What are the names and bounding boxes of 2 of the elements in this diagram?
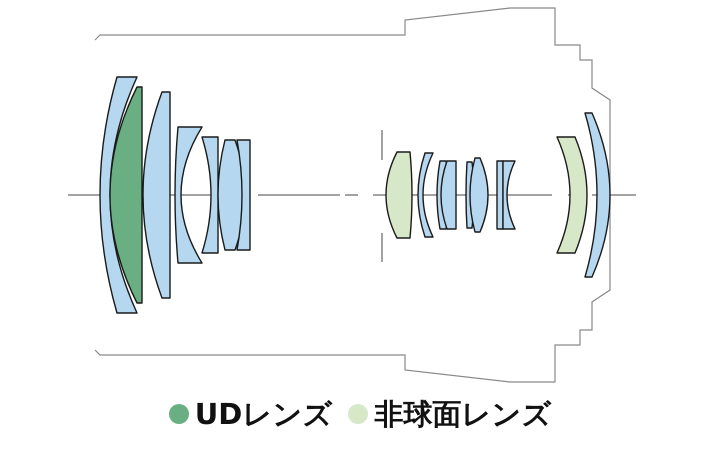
legend-label: UDレンズ bbox=[194, 396, 332, 432]
legend-label: 非球面レンズ bbox=[374, 396, 552, 432]
